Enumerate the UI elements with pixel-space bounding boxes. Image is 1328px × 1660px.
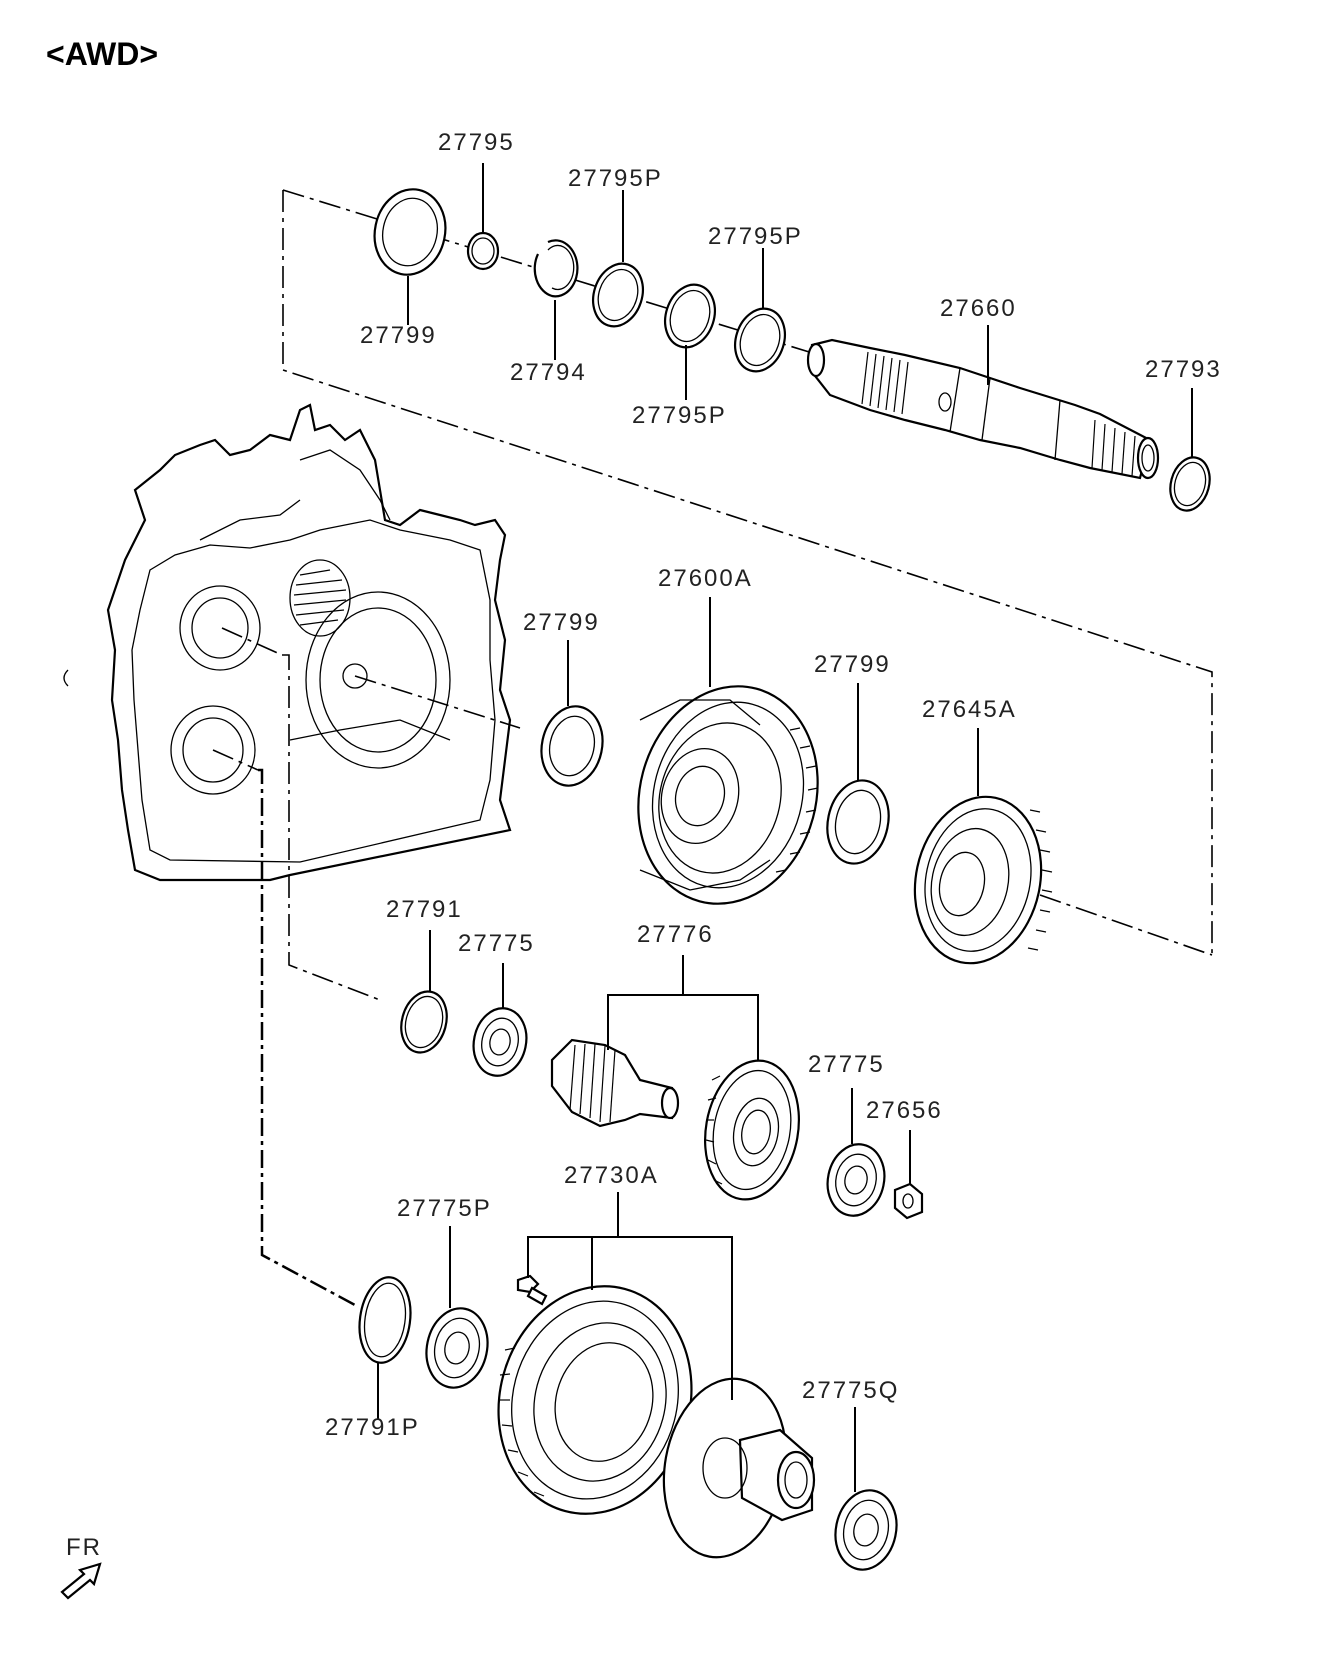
differential-case <box>662 1377 816 1559</box>
callout-27600a: 27600A <box>658 565 753 592</box>
snap-ring-27795 <box>466 231 500 271</box>
snap-ring-27791p <box>358 1276 412 1364</box>
bearing-27775-right <box>826 1143 886 1217</box>
callout-27775: 27775 <box>458 930 535 957</box>
callout-27795p: 27795P <box>568 165 663 192</box>
front-arrow-icon <box>60 1562 102 1600</box>
seal-ring-27799-top <box>373 188 447 276</box>
callout-27791p: 27791P <box>325 1414 420 1441</box>
bearing-27775q <box>834 1489 898 1571</box>
bearing-27775p <box>425 1307 489 1389</box>
final-drive-gear-27730a <box>497 1285 693 1515</box>
callout-27656: 27656 <box>866 1097 943 1124</box>
pinion-shaft-27776 <box>550 1038 680 1128</box>
callout-27799: 27799 <box>814 651 891 678</box>
callout-27793: 27793 <box>1145 356 1222 383</box>
bolt <box>516 1274 548 1306</box>
callout-27795p: 27795P <box>708 223 803 250</box>
callout-27775p: 27775P <box>397 1195 492 1222</box>
snap-ring-27793 <box>1169 456 1211 512</box>
gear-27645a <box>913 795 1053 965</box>
callout-27794: 27794 <box>510 359 587 386</box>
case-center-lines <box>212 627 521 1307</box>
thrust-washer-27799-mid <box>540 705 604 787</box>
seal-ring-27795p-1 <box>592 262 644 328</box>
callout-27775q: 27775Q <box>802 1377 899 1404</box>
diagram-title: <AWD> <box>46 36 158 72</box>
transmission-case <box>63 403 512 882</box>
snap-ring-27791 <box>400 990 448 1054</box>
seal-ring-27795p-3 <box>734 307 786 373</box>
orientation-label: FR <box>66 1534 102 1561</box>
callout-27776: 27776 <box>637 921 714 948</box>
nut-27656 <box>893 1182 924 1220</box>
callout-labels: 27795 27795P 27795P 27799 27794 27795P 2… <box>325 129 1222 1441</box>
callout-27799: 27799 <box>523 609 600 636</box>
callout-27795p: 27795P <box>632 402 727 429</box>
callout-27799: 27799 <box>360 322 437 349</box>
callout-27645a: 27645A <box>922 696 1017 723</box>
callout-27795: 27795 <box>438 129 515 156</box>
callout-27660: 27660 <box>940 295 1017 322</box>
clutch-drum-27600a <box>637 685 819 905</box>
bearing-27775-left <box>472 1007 528 1077</box>
callout-27791: 27791 <box>386 896 463 923</box>
front-orientation-indicator: FR <box>60 1534 102 1600</box>
snap-ring-27794 <box>533 239 579 298</box>
seal-ring-27795p-2 <box>664 283 716 349</box>
gear-27776 <box>703 1059 801 1201</box>
callout-27775: 27775 <box>808 1051 885 1078</box>
leader-lines <box>377 163 1193 1492</box>
callout-27730a: 27730A <box>564 1162 659 1189</box>
shaft-27660 <box>806 338 1160 480</box>
thrust-washer-27799-right <box>826 779 890 865</box>
